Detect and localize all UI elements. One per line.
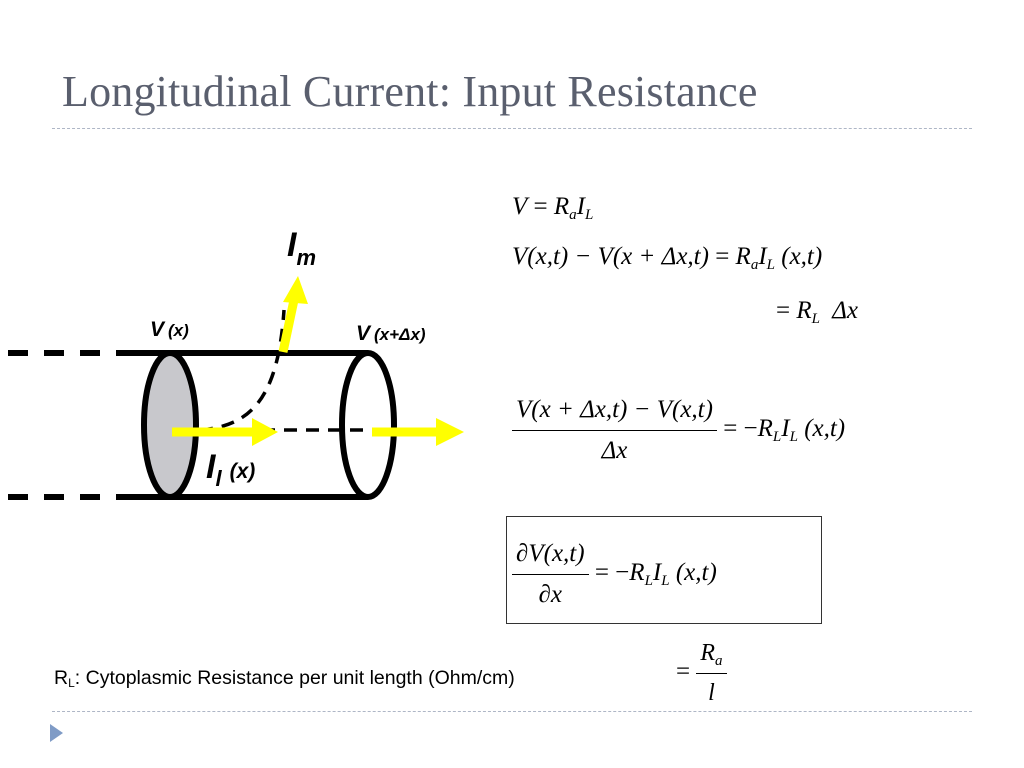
label-im: Im <box>287 226 316 270</box>
equation-rl-dx: = RL Δx <box>776 297 859 327</box>
title-divider <box>52 128 972 129</box>
footnote-ratio: = Ra l <box>676 640 727 707</box>
membrane-path <box>199 309 286 432</box>
triangle-bullet-icon <box>50 724 63 742</box>
label-v-x-plus-dx: V(x+Δx) <box>356 322 426 345</box>
partial-fraction: ∂V(x,t) ∂x <box>512 540 589 609</box>
membrane-current-arrow-shaft <box>278 299 299 353</box>
equation-partial-derivative: ∂V(x,t) ∂x = −RLIL (x,t) <box>512 540 717 609</box>
slide-title: Longitudinal Current: Input Resistance <box>62 67 758 116</box>
axial-current-arrowhead-icon <box>252 418 278 446</box>
exit-current-arrowhead-icon <box>436 418 464 446</box>
difference-fraction: V(x + Δx,t) − V(x,t) Δx <box>512 396 717 465</box>
cross-section-x <box>141 350 199 500</box>
ra-over-l-fraction: Ra l <box>696 640 727 707</box>
equation-voltage-drop: V(x,t) − V(x + Δx,t) = RaIL (x,t) <box>512 243 823 273</box>
equation-ohm-law: V = RaIL <box>512 193 594 223</box>
footnote-rl-definition: RL: Cytoplasmic Resistance per unit leng… <box>54 667 515 690</box>
equation-difference-quotient: V(x + Δx,t) − V(x,t) Δx = −RLIL (x,t) <box>512 396 845 465</box>
boxed-result <box>506 516 822 624</box>
cross-section-x-plus-dx <box>339 350 397 500</box>
footer-divider <box>52 711 972 712</box>
label-v-x: V(x) <box>150 318 189 341</box>
label-il: Il(x) <box>206 448 255 491</box>
membrane-current-arrowhead-icon <box>283 276 308 304</box>
